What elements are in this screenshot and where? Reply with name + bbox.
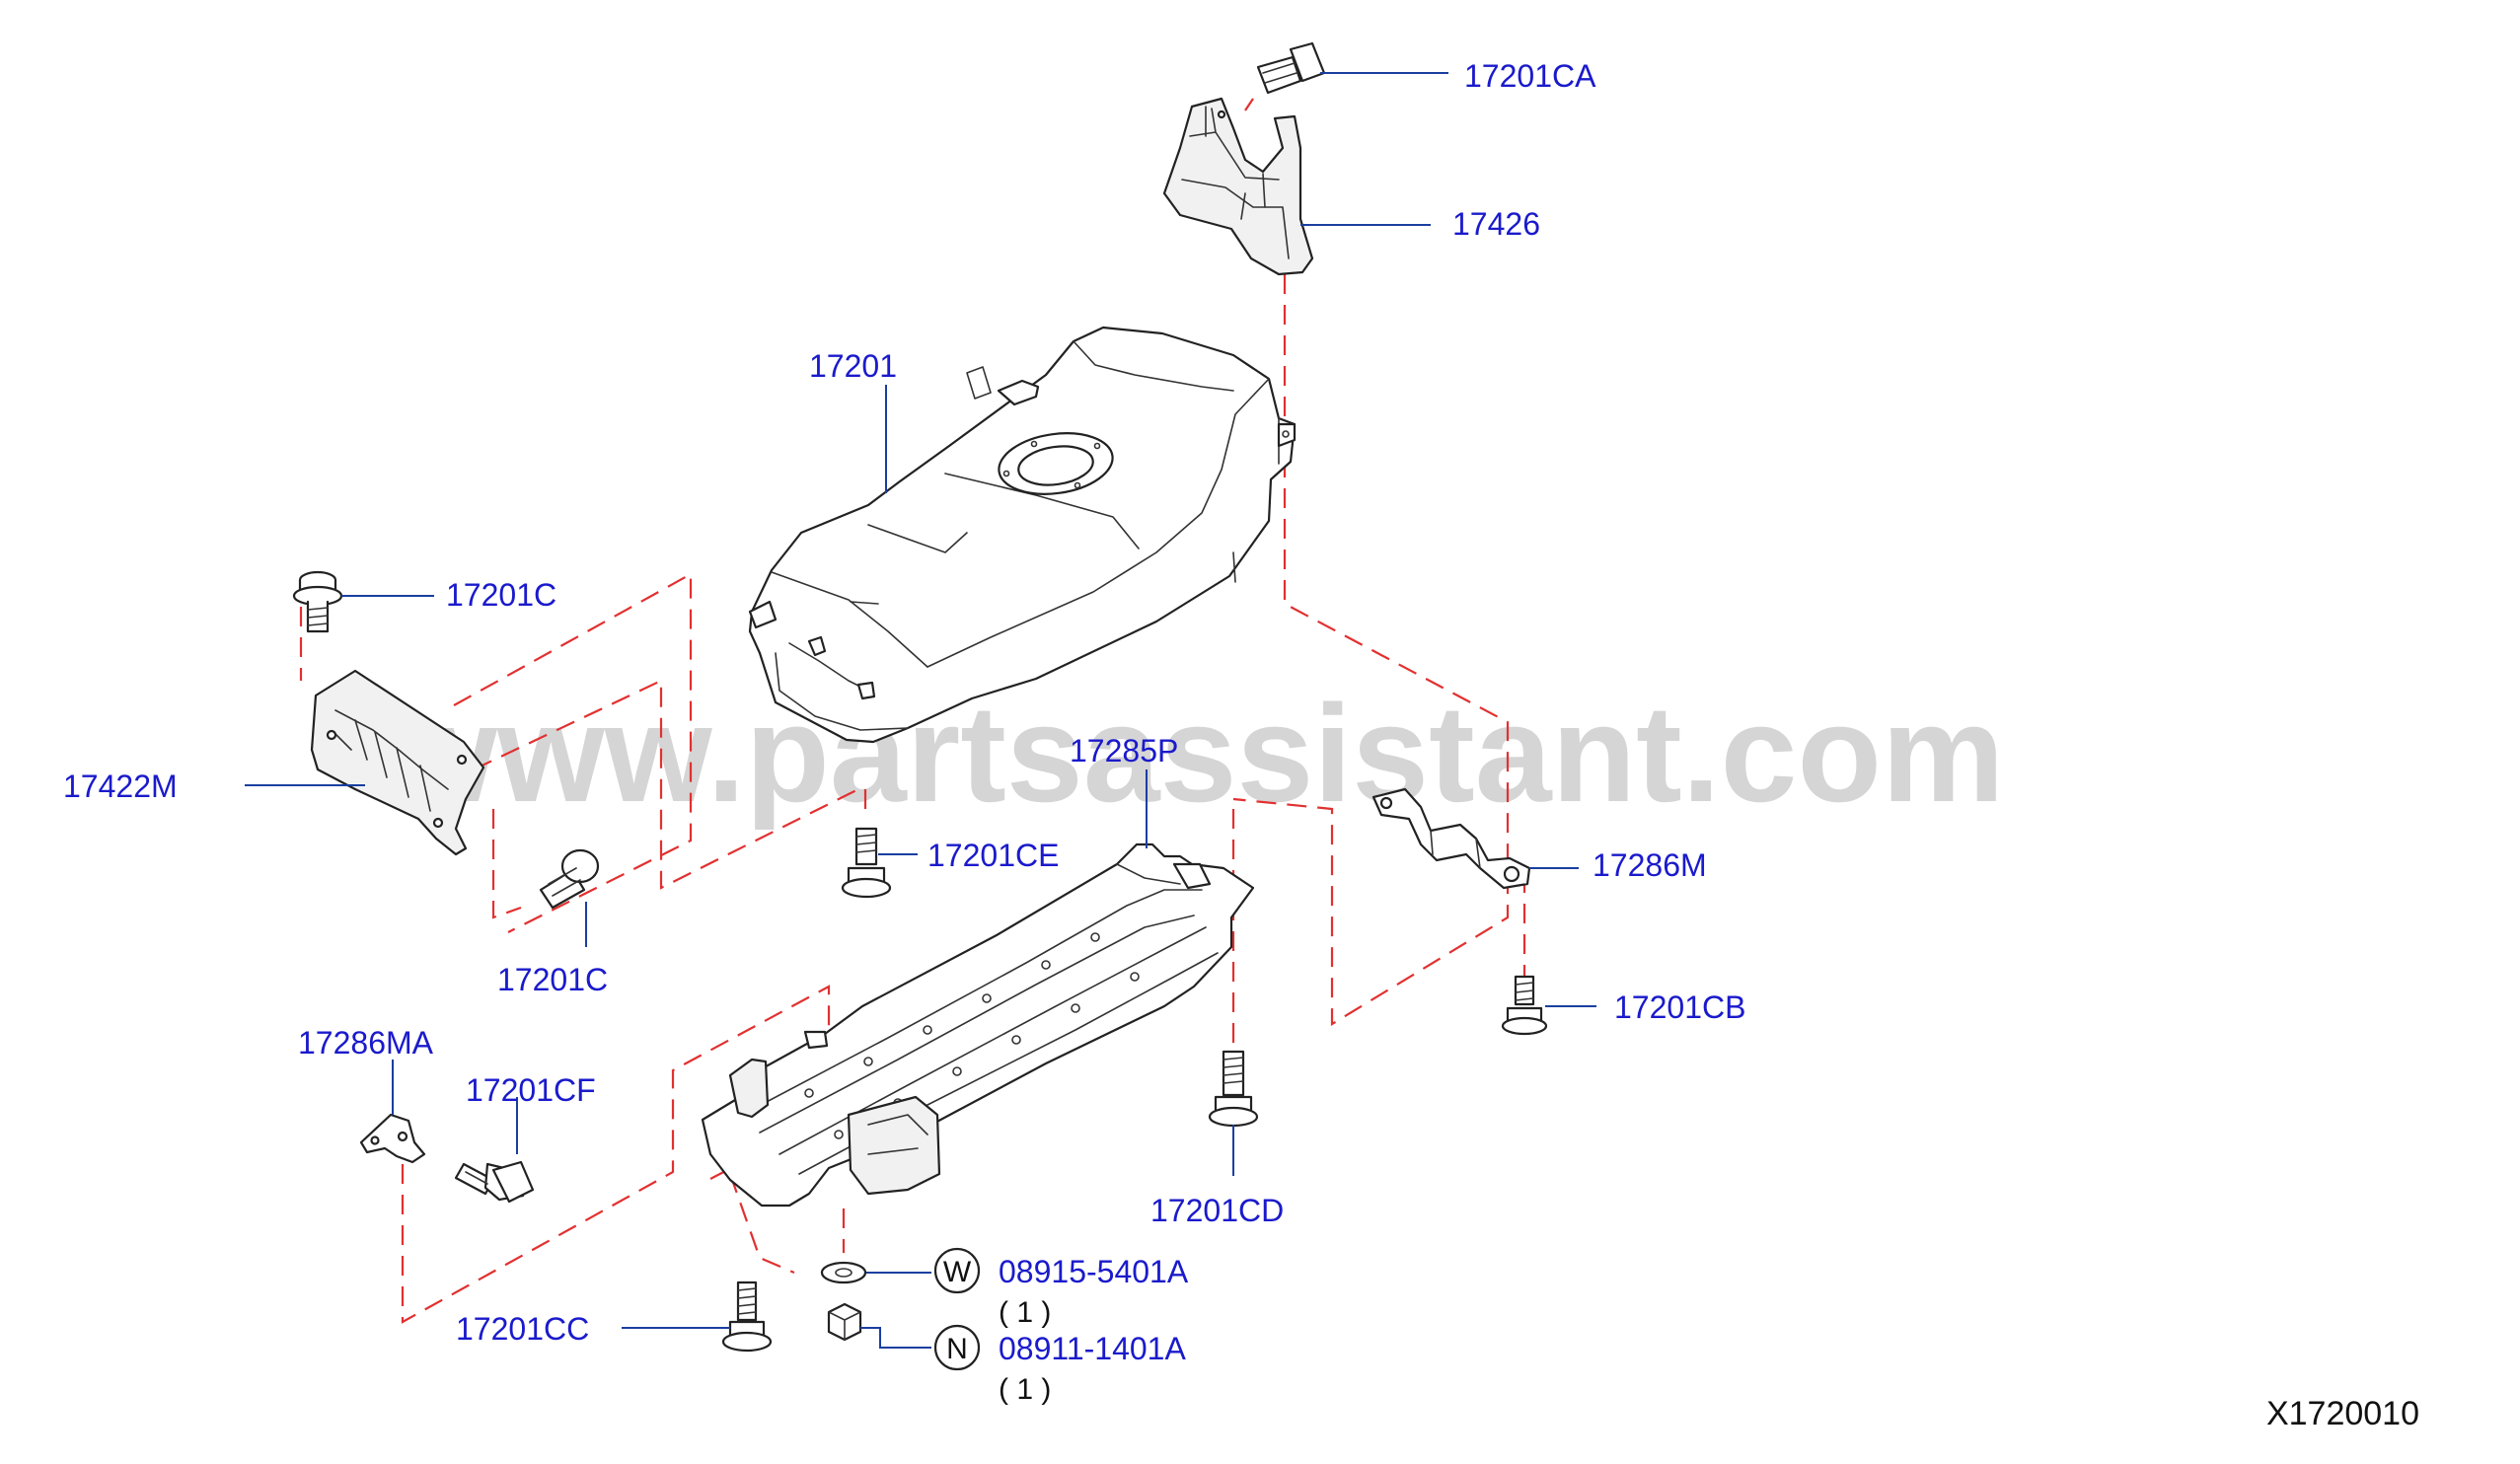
bolt-17201c-upper-icon — [292, 570, 343, 633]
alignment-lines — [299, 98, 1526, 1324]
nut-icon — [827, 1302, 862, 1342]
nut-badge: N — [933, 1324, 981, 1371]
fuel-tank-17201-icon — [748, 326, 1297, 744]
bolt-17201cd-icon — [1208, 1050, 1259, 1128]
callout-17286ma: 17286MA — [298, 1025, 434, 1061]
skid-plate-17285p-icon — [701, 842, 1255, 1208]
callout-17201: 17201 — [809, 348, 897, 384]
bracket-17286ma-icon — [359, 1113, 426, 1164]
callout-17422m: 17422M — [63, 769, 178, 804]
callout-17201cb: 17201CB — [1614, 989, 1745, 1025]
callout-17285p: 17285P — [1070, 733, 1178, 769]
bolt-17201ce-icon — [841, 827, 892, 899]
callout-17201c-lower: 17201C — [497, 962, 608, 997]
callout-17201ce: 17201CE — [927, 838, 1059, 873]
bolt-17201cf-icon — [454, 1160, 535, 1204]
callout-17201cc: 17201CC — [456, 1311, 589, 1347]
bracket-17286m-icon — [1371, 787, 1531, 890]
callout-17201cf: 17201CF — [466, 1072, 596, 1108]
washer-icon — [820, 1261, 867, 1284]
watermark: www.partsassistant.com — [389, 676, 2004, 831]
washer-quantity: ( 1 ) — [999, 1296, 1051, 1329]
washer-badge-letter: W — [943, 1256, 972, 1288]
shield-17422m-icon — [310, 669, 485, 856]
nut-quantity: ( 1 ) — [999, 1373, 1051, 1406]
drawing-code: X1720010 — [2266, 1395, 2419, 1432]
bolt-17201c-lower-icon — [539, 848, 600, 910]
washer-badge: W — [933, 1247, 981, 1294]
bolt-17201cc-icon — [721, 1281, 773, 1353]
nut-badge-letter: N — [946, 1333, 968, 1365]
callout-17201ca: 17201CA — [1464, 58, 1596, 94]
callout-17201cd: 17201CD — [1150, 1193, 1284, 1228]
heat-shield-17426-icon — [1162, 97, 1314, 276]
callout-17286m: 17286M — [1593, 847, 1707, 883]
callout-08915-5401a: 08915-5401A — [999, 1254, 1189, 1289]
bolt-17201cb-icon — [1501, 975, 1548, 1036]
callout-08911-1401a: 08911-1401A — [999, 1331, 1186, 1366]
callout-17426: 17426 — [1452, 206, 1540, 242]
callout-17201c-upper: 17201C — [446, 577, 556, 613]
leader-lines — [245, 72, 1596, 1349]
bolt-17201ca-icon — [1256, 41, 1326, 95]
